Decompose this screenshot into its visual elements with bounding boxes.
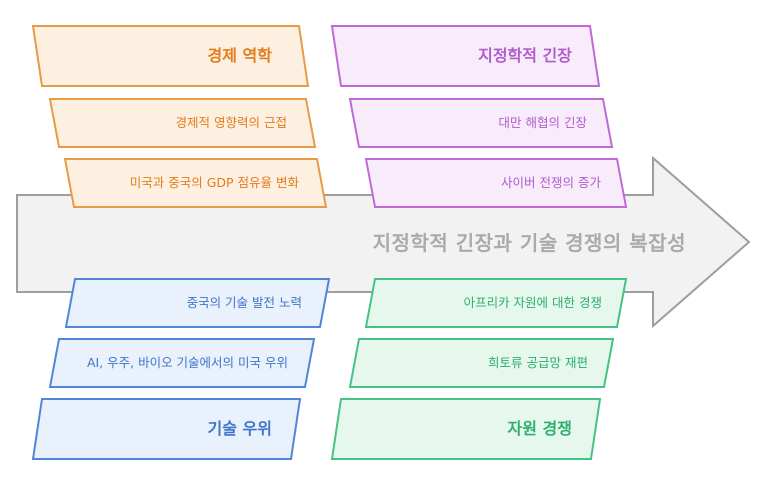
economic-item-1: 경제적 영향력의 근접 xyxy=(175,114,287,130)
economic-item-2: 미국과 중국의 GDP 점유율 변화 xyxy=(129,174,299,190)
technology-header: 기술 우위 xyxy=(207,418,272,438)
geopolitical-item-1: 대만 해협의 긴장 xyxy=(498,114,587,130)
resource-item-box-1 xyxy=(364,278,628,328)
technology-item-box-2 xyxy=(48,338,316,388)
economic-header-box xyxy=(31,25,310,87)
resource-header-box xyxy=(330,398,602,460)
economic-header: 경제 역학 xyxy=(207,45,272,65)
economic-item-box-1 xyxy=(48,98,317,148)
geopolitical-item-box-1 xyxy=(348,98,614,148)
resource-item-box-2 xyxy=(348,338,615,388)
diagram-title: 지정학적 긴장과 기술 경쟁의 복잡성 xyxy=(372,230,686,255)
geopolitical-item-2: 사이버 전쟁의 증가 xyxy=(501,174,601,190)
resource-item-1: 아프리카 자원에 대한 경쟁 xyxy=(463,294,602,310)
geopolitical-header: 지정학적 긴장 xyxy=(478,45,572,65)
technology-header-box xyxy=(31,398,302,460)
resource-item-2: 희토류 공급망 재편 xyxy=(488,354,588,370)
resource-header: 자원 경쟁 xyxy=(507,418,572,438)
technology-item-1: 중국의 기술 발전 노력 xyxy=(186,294,302,310)
technology-item-2: AI, 우주, 바이오 기술에서의 미국 우위 xyxy=(86,354,288,370)
geopolitical-item-box-2 xyxy=(364,158,628,208)
geopolitical-header-box xyxy=(330,25,601,87)
technology-item-box-1 xyxy=(64,278,331,328)
economic-item-box-2 xyxy=(63,158,328,208)
